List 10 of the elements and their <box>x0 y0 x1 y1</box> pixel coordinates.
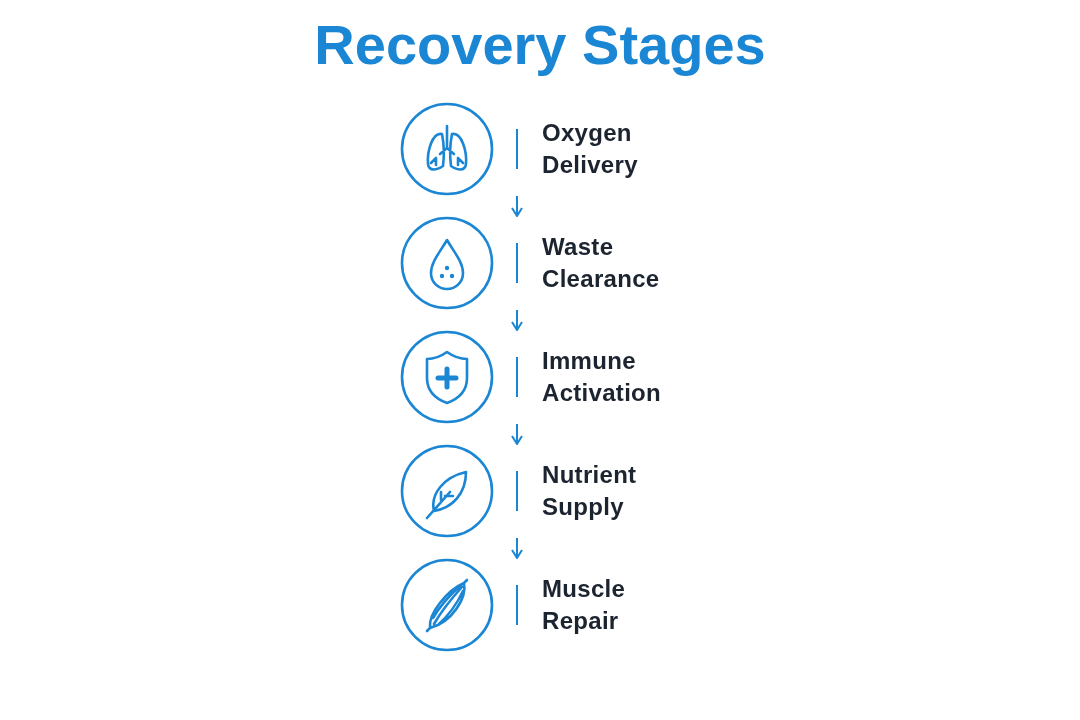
stage-label: Waste Clearance <box>542 232 661 294</box>
arrow <box>511 423 523 445</box>
arrow <box>511 195 523 217</box>
title: Recovery Stages <box>314 12 766 77</box>
stage-label: Oxygen Delivery <box>542 118 639 180</box>
stage-label: Muscle Repair <box>542 574 627 636</box>
stage-label: Immune Activation <box>542 346 662 408</box>
arrow <box>511 309 523 331</box>
arrow <box>511 537 523 559</box>
stage-label: Nutrient Supply <box>542 460 638 522</box>
